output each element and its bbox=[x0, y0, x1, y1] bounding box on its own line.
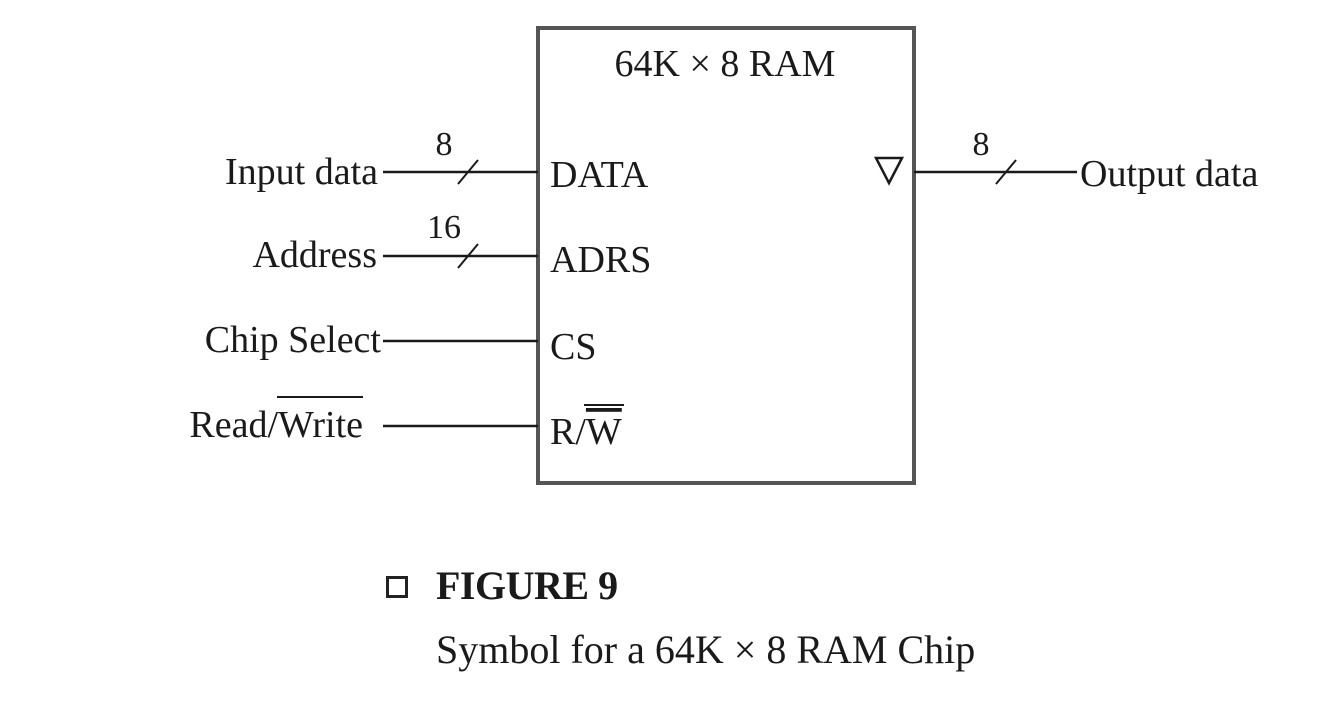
port-rw-label: R/W bbox=[550, 411, 622, 453]
output-data-label: Output data bbox=[1080, 153, 1258, 195]
port-rw-bar-text: W bbox=[586, 411, 622, 453]
input-data-label: Input data bbox=[225, 151, 378, 193]
input-data-bus-width: 8 bbox=[436, 126, 453, 163]
output-data-bus-slash bbox=[995, 159, 1017, 185]
triangle-down-icon bbox=[873, 156, 905, 186]
chip-title: 64K × 8 RAM bbox=[615, 43, 836, 85]
read-write-bar-text: Write bbox=[278, 404, 363, 446]
read-write-label: Read/Write bbox=[189, 404, 363, 446]
output-data-bus-width: 8 bbox=[973, 126, 990, 163]
chip-select-label: Chip Select bbox=[205, 319, 382, 361]
port-adrs-label: ADRS bbox=[550, 239, 651, 281]
input-data-bus-slash bbox=[457, 159, 479, 185]
figure-caption-text: Symbol for a 64K × 8 RAM Chip bbox=[436, 627, 976, 672]
port-cs-label: CS bbox=[550, 326, 596, 368]
caption-square-icon bbox=[386, 576, 408, 598]
figure-label: FIGURE 9 bbox=[436, 563, 618, 608]
port-data-label: DATA bbox=[550, 154, 649, 196]
ram-chip-diagram: 64K × 8 RAM DATA ADRS CS R/W Input data … bbox=[189, 26, 1258, 485]
address-label: Address bbox=[252, 234, 377, 276]
address-bus-width: 16 bbox=[427, 209, 461, 246]
address-bus-slash bbox=[457, 243, 479, 269]
